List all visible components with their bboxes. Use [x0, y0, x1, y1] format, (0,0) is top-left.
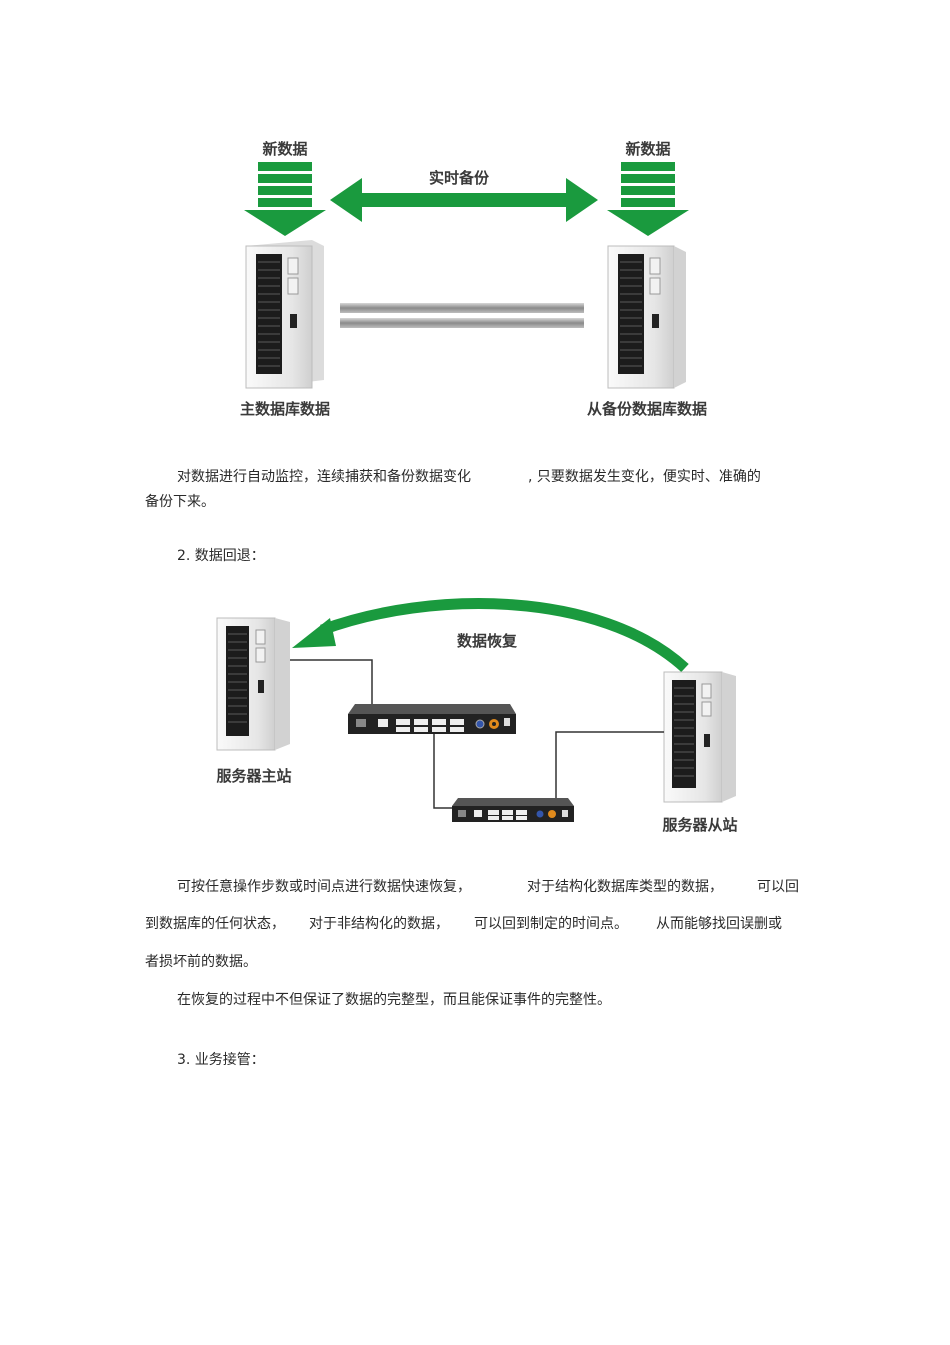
- network-switch-icon-top: [348, 704, 516, 734]
- paragraph-2-line-1b: 对于结构化数据库类型的数据，: [527, 876, 723, 896]
- server-icon-secondary: [608, 246, 686, 388]
- paragraph-2-line-2c: 可以回到制定的时间点。: [474, 913, 628, 933]
- primary-db-caption: 主数据库数据: [240, 400, 330, 418]
- new-data-label-right: 新数据: [625, 140, 670, 158]
- down-arrow-icon-left: [244, 162, 326, 236]
- network-switch-icon-bottom: [452, 798, 574, 822]
- paragraph-1-line-1b: , 只要数据发生变化，便实时、准确的: [528, 466, 761, 486]
- data-rollback-diagram: 数据恢复: [0, 590, 950, 850]
- secondary-db-caption: 从备份数据库数据: [587, 400, 707, 418]
- server-icon-primary-station: [217, 618, 290, 750]
- secondary-server-caption: 服务器从站: [662, 816, 737, 834]
- new-data-label-left: 新数据: [262, 140, 307, 158]
- server-icon-secondary-station: [664, 672, 736, 802]
- section-2-heading: 2. 数据回退：: [177, 545, 265, 565]
- paragraph-2-line-3: 者损坏前的数据。: [145, 951, 257, 971]
- realtime-backup-diagram: 新数据 新数据 实时备份: [0, 0, 950, 440]
- paragraph-1-line-2: 备份下来。: [145, 491, 215, 511]
- paragraph-3: 在恢复的过程中不但保证了数据的完整型，而且能保证事件的完整性。: [177, 989, 611, 1009]
- primary-server-caption: 服务器主站: [216, 767, 291, 785]
- link-bar-bottom: [340, 318, 584, 328]
- server-icon-primary: [246, 240, 324, 388]
- paragraph-1-line-1a: 对数据进行自动监控，连续捕获和备份数据变化: [177, 466, 471, 486]
- paragraph-2-line-1a: 可按任意操作步数或时间点进行数据快速恢复，: [177, 876, 471, 896]
- paragraph-2-line-2d: 从而能够找回误删或: [656, 913, 782, 933]
- paragraph-2-line-1c: 可以回: [757, 876, 799, 896]
- section-3-heading: 3. 业务接管：: [177, 1049, 265, 1069]
- realtime-backup-label: 实时备份: [429, 169, 490, 187]
- down-arrow-icon-right: [607, 162, 689, 236]
- paragraph-2-line-2a: 到数据库的任何状态，: [145, 913, 285, 933]
- link-bar-top: [340, 303, 584, 313]
- data-restore-label: 数据恢复: [457, 632, 518, 650]
- paragraph-2-line-2b: 对于非结构化的数据，: [309, 913, 449, 933]
